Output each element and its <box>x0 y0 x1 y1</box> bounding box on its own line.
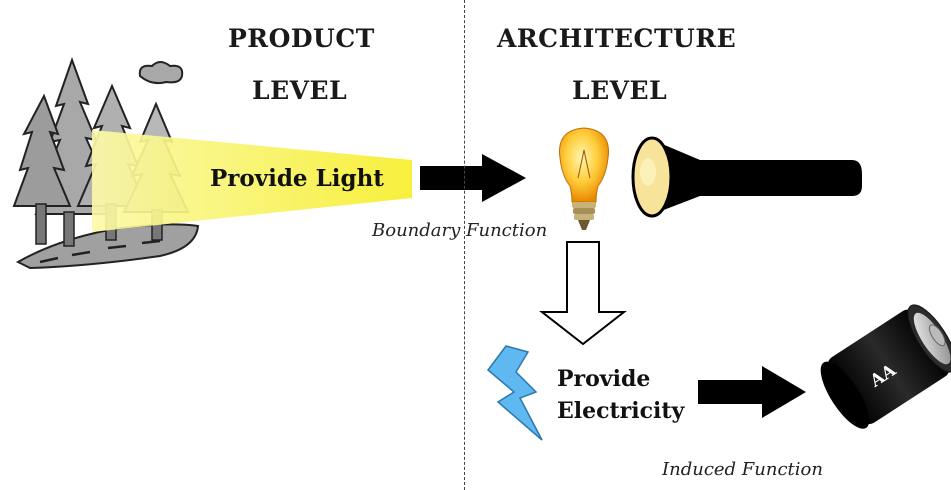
light-bulb-icon <box>559 127 609 230</box>
product-header-line1: PRODUCT <box>228 24 375 53</box>
level-divider <box>464 0 465 490</box>
lightning-bolt-icon <box>486 345 543 441</box>
architecture-header-line2: LEVEL <box>572 76 668 105</box>
battery-icon <box>820 304 951 429</box>
flashlight-icon <box>631 136 862 218</box>
architecture-header-line1: ARCHITECTURE <box>497 24 737 53</box>
arrow-down-hollow <box>539 241 627 346</box>
boundary-function-label: Boundary Function <box>372 220 548 241</box>
provide-electricity-line1: Provide <box>557 366 651 392</box>
product-header-line2: LEVEL <box>252 76 348 105</box>
provide-light-label: Provide Light <box>210 165 384 192</box>
light-beam <box>92 130 412 232</box>
arrow-to-battery <box>698 366 806 418</box>
arrow-to-architecture <box>420 154 526 202</box>
provide-electricity-line2: Electricity <box>557 398 685 424</box>
induced-function-label: Induced Function <box>662 459 823 480</box>
